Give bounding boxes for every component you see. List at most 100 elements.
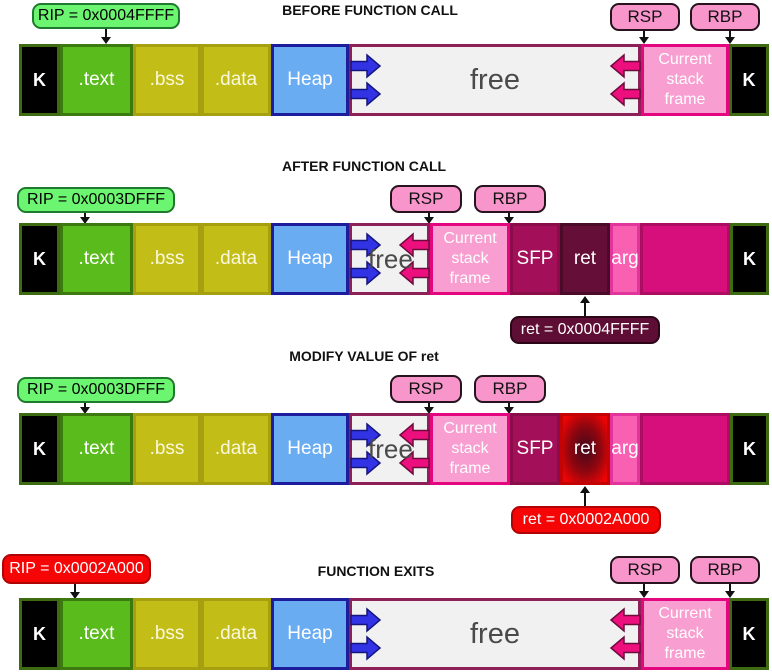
segment-text: .text — [60, 44, 133, 116]
segment-text: .text — [60, 223, 133, 295]
memory-bar: K .text .bss .data Heap Current stack fr… — [19, 413, 769, 485]
rbp-register-label: RBP — [474, 375, 546, 403]
rbp-register-label: RBP — [690, 556, 760, 584]
rbp-register-label: RBP — [474, 185, 546, 213]
segment-arg: arg — [610, 223, 640, 295]
segment-kernel-right: K — [730, 413, 769, 485]
rsp-value: RSP — [408, 379, 444, 398]
segment-text: .text — [60, 413, 133, 485]
memory-bar: K .text .bss .data Heap free Current sta… — [19, 44, 769, 116]
segment-stack-used — [640, 413, 730, 485]
section-title-before-call: BEFORE FUNCTION CALL — [282, 2, 458, 18]
rip-pointer-arrow — [80, 213, 90, 224]
rbp-register-label: RBP — [690, 3, 760, 31]
rip-value: RIP = 0x0004FFFF — [37, 7, 175, 24]
segment-stack-frame: Current stack frame — [641, 44, 729, 116]
stack-grow-arrow-icon — [398, 450, 430, 476]
stack-grow-arrow-icon — [398, 260, 430, 286]
rip-pointer-arrow — [70, 584, 80, 599]
free-label: free — [368, 434, 413, 464]
heap-grow-arrow-icon — [350, 450, 382, 476]
rbp-pointer-arrow — [725, 31, 735, 44]
segment-data: .data — [201, 44, 271, 116]
rsp-value: RSP — [627, 7, 663, 26]
stack-grow-arrow-icon — [609, 635, 641, 661]
segment-free — [349, 413, 430, 485]
rip-pointer-arrow — [80, 403, 90, 414]
segment-kernel-right: K — [730, 223, 769, 295]
segment-stack-frame: Current stack frame — [641, 598, 729, 670]
segment-bss: .bss — [133, 223, 201, 295]
heap-grow-arrow-icon — [350, 607, 382, 633]
segment-stack-frame: Current stack frame — [430, 413, 510, 485]
rsp-pointer-arrow — [639, 31, 649, 44]
rip-register-label: RIP = 0x0003DFFF — [17, 187, 175, 213]
segment-bss: .bss — [133, 413, 201, 485]
rsp-value: RSP — [408, 189, 444, 208]
segment-free — [349, 223, 430, 295]
rsp-register-label: RSP — [610, 556, 680, 584]
section-title-after-call: AFTER FUNCTION CALL — [281, 158, 447, 174]
heap-grow-arrow-icon — [350, 260, 382, 286]
segment-text: .text — [60, 598, 133, 670]
segment-arg: arg — [610, 413, 640, 485]
rsp-pointer-arrow — [424, 403, 434, 414]
segment-data: .data — [201, 413, 271, 485]
segment-data: .data — [201, 598, 271, 670]
rsp-register-label: RSP — [610, 3, 680, 31]
ret-value-label: ret = 0x0004FFFF — [510, 316, 660, 344]
segment-ret-modified: ret — [560, 413, 610, 485]
rbp-value: RBP — [492, 189, 528, 208]
segment-kernel-right: K — [729, 44, 769, 116]
ret-pointer-arrow — [580, 486, 590, 506]
rsp-value: RSP — [627, 560, 663, 579]
rbp-value: RBP — [707, 7, 743, 26]
ret-pointer-arrow — [580, 296, 590, 316]
rip-value: RIP = 0x0003DFFF — [27, 191, 165, 208]
rip-value: RIP = 0x0003DFFF — [27, 381, 165, 398]
heap-grow-arrow-icon — [350, 422, 382, 448]
rip-pointer-arrow — [101, 29, 111, 44]
segment-stack-frame: Current stack frame — [430, 223, 510, 295]
free-label: free — [368, 244, 413, 274]
memory-bar: K .text .bss .data Heap free Current sta… — [19, 598, 769, 670]
memory-bar: K .text .bss .data Heap Current stack fr… — [19, 223, 769, 295]
segment-free: free — [349, 598, 641, 670]
rsp-pointer-arrow — [424, 213, 434, 224]
segment-heap: Heap — [271, 413, 349, 485]
heap-grow-arrow-icon — [350, 232, 382, 258]
heap-grow-arrow-icon — [350, 635, 382, 661]
stack-grow-arrow-icon — [609, 81, 641, 107]
section-title-function-exits: FUNCTION EXITS — [317, 563, 435, 579]
segment-kernel-left: K — [19, 598, 60, 670]
segment-heap: Heap — [271, 44, 349, 116]
segment-heap: Heap — [271, 598, 349, 670]
heap-grow-arrow-icon — [350, 53, 382, 79]
segment-kernel-left: K — [19, 44, 60, 116]
segment-sfp: SFP — [510, 413, 560, 485]
stack-grow-arrow-icon — [609, 53, 641, 79]
segment-free: free — [349, 44, 641, 116]
segment-ret: ret — [560, 223, 610, 295]
ret-value-label-modified: ret = 0x0002A000 — [511, 506, 661, 534]
heap-grow-arrow-icon — [350, 81, 382, 107]
segment-kernel-right: K — [729, 598, 769, 670]
rbp-pointer-arrow — [504, 213, 514, 224]
stack-grow-arrow-icon — [398, 232, 430, 258]
rsp-pointer-arrow — [639, 584, 649, 598]
rip-register-label: RIP = 0x0003DFFF — [17, 377, 175, 403]
segment-data: .data — [201, 223, 271, 295]
rip-value: RIP = 0x0002A000 — [9, 560, 144, 577]
rbp-pointer-arrow — [504, 403, 514, 414]
rbp-value: RBP — [492, 379, 528, 398]
segment-bss: .bss — [133, 598, 201, 670]
stack-grow-arrow-icon — [609, 607, 641, 633]
segment-kernel-left: K — [19, 413, 60, 485]
rbp-value: RBP — [707, 560, 743, 579]
rsp-register-label: RSP — [390, 185, 462, 213]
segment-stack-used — [640, 223, 730, 295]
segment-bss: .bss — [133, 44, 201, 116]
section-title-modify-ret: MODIFY VALUE OF ret — [289, 348, 439, 364]
rip-register-label: RIP = 0x0004FFFF — [32, 3, 180, 29]
